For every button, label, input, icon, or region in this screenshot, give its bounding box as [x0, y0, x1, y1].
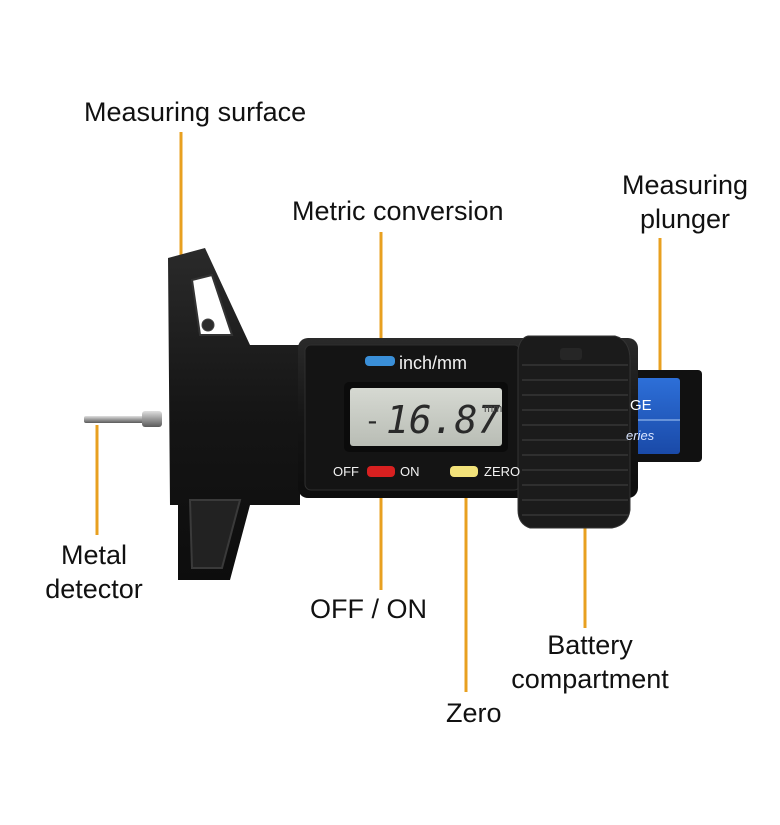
label-measuring-plunger-line1: Measuring — [621, 170, 749, 200]
lcd-display: - 16.87 mm — [344, 382, 508, 452]
label-measuring-plunger: Measuring plunger — [610, 168, 760, 236]
plunger-text-1: GE — [630, 397, 652, 414]
label-zero: Zero — [446, 698, 502, 728]
metal-detector-pin — [84, 411, 162, 427]
label-measuring-surface: Measuring surface — [84, 97, 307, 127]
label-battery-compartment: Battery compartment — [500, 628, 680, 696]
inch-mm-label: inch/mm — [399, 353, 467, 373]
label-battery-line2: compartment — [511, 664, 669, 694]
lcd-sign: - — [364, 404, 381, 437]
depth-base — [168, 248, 300, 580]
label-metal-detector-line1: Metal — [60, 540, 128, 570]
label-metal-detector-line2: detector — [45, 574, 143, 604]
power-button[interactable] — [367, 466, 395, 477]
off-label: OFF — [333, 464, 359, 479]
label-measuring-plunger-line2: plunger — [639, 204, 731, 234]
plunger-text-2: eries — [626, 428, 655, 443]
label-battery-line1: Battery — [547, 630, 633, 660]
label-off-on: OFF / ON — [310, 594, 427, 624]
lcd-value: 16.87 — [386, 398, 501, 442]
lcd-unit: mm — [484, 403, 502, 415]
inch-mm-button[interactable] — [365, 356, 395, 366]
label-metric-conversion: Metric conversion — [292, 196, 504, 226]
zero-button[interactable] — [450, 466, 478, 477]
battery-compartment-grip — [517, 335, 631, 529]
zero-label: ZERO — [484, 464, 520, 479]
label-metal-detector: Metal detector — [38, 538, 150, 606]
on-label: ON — [400, 464, 420, 479]
